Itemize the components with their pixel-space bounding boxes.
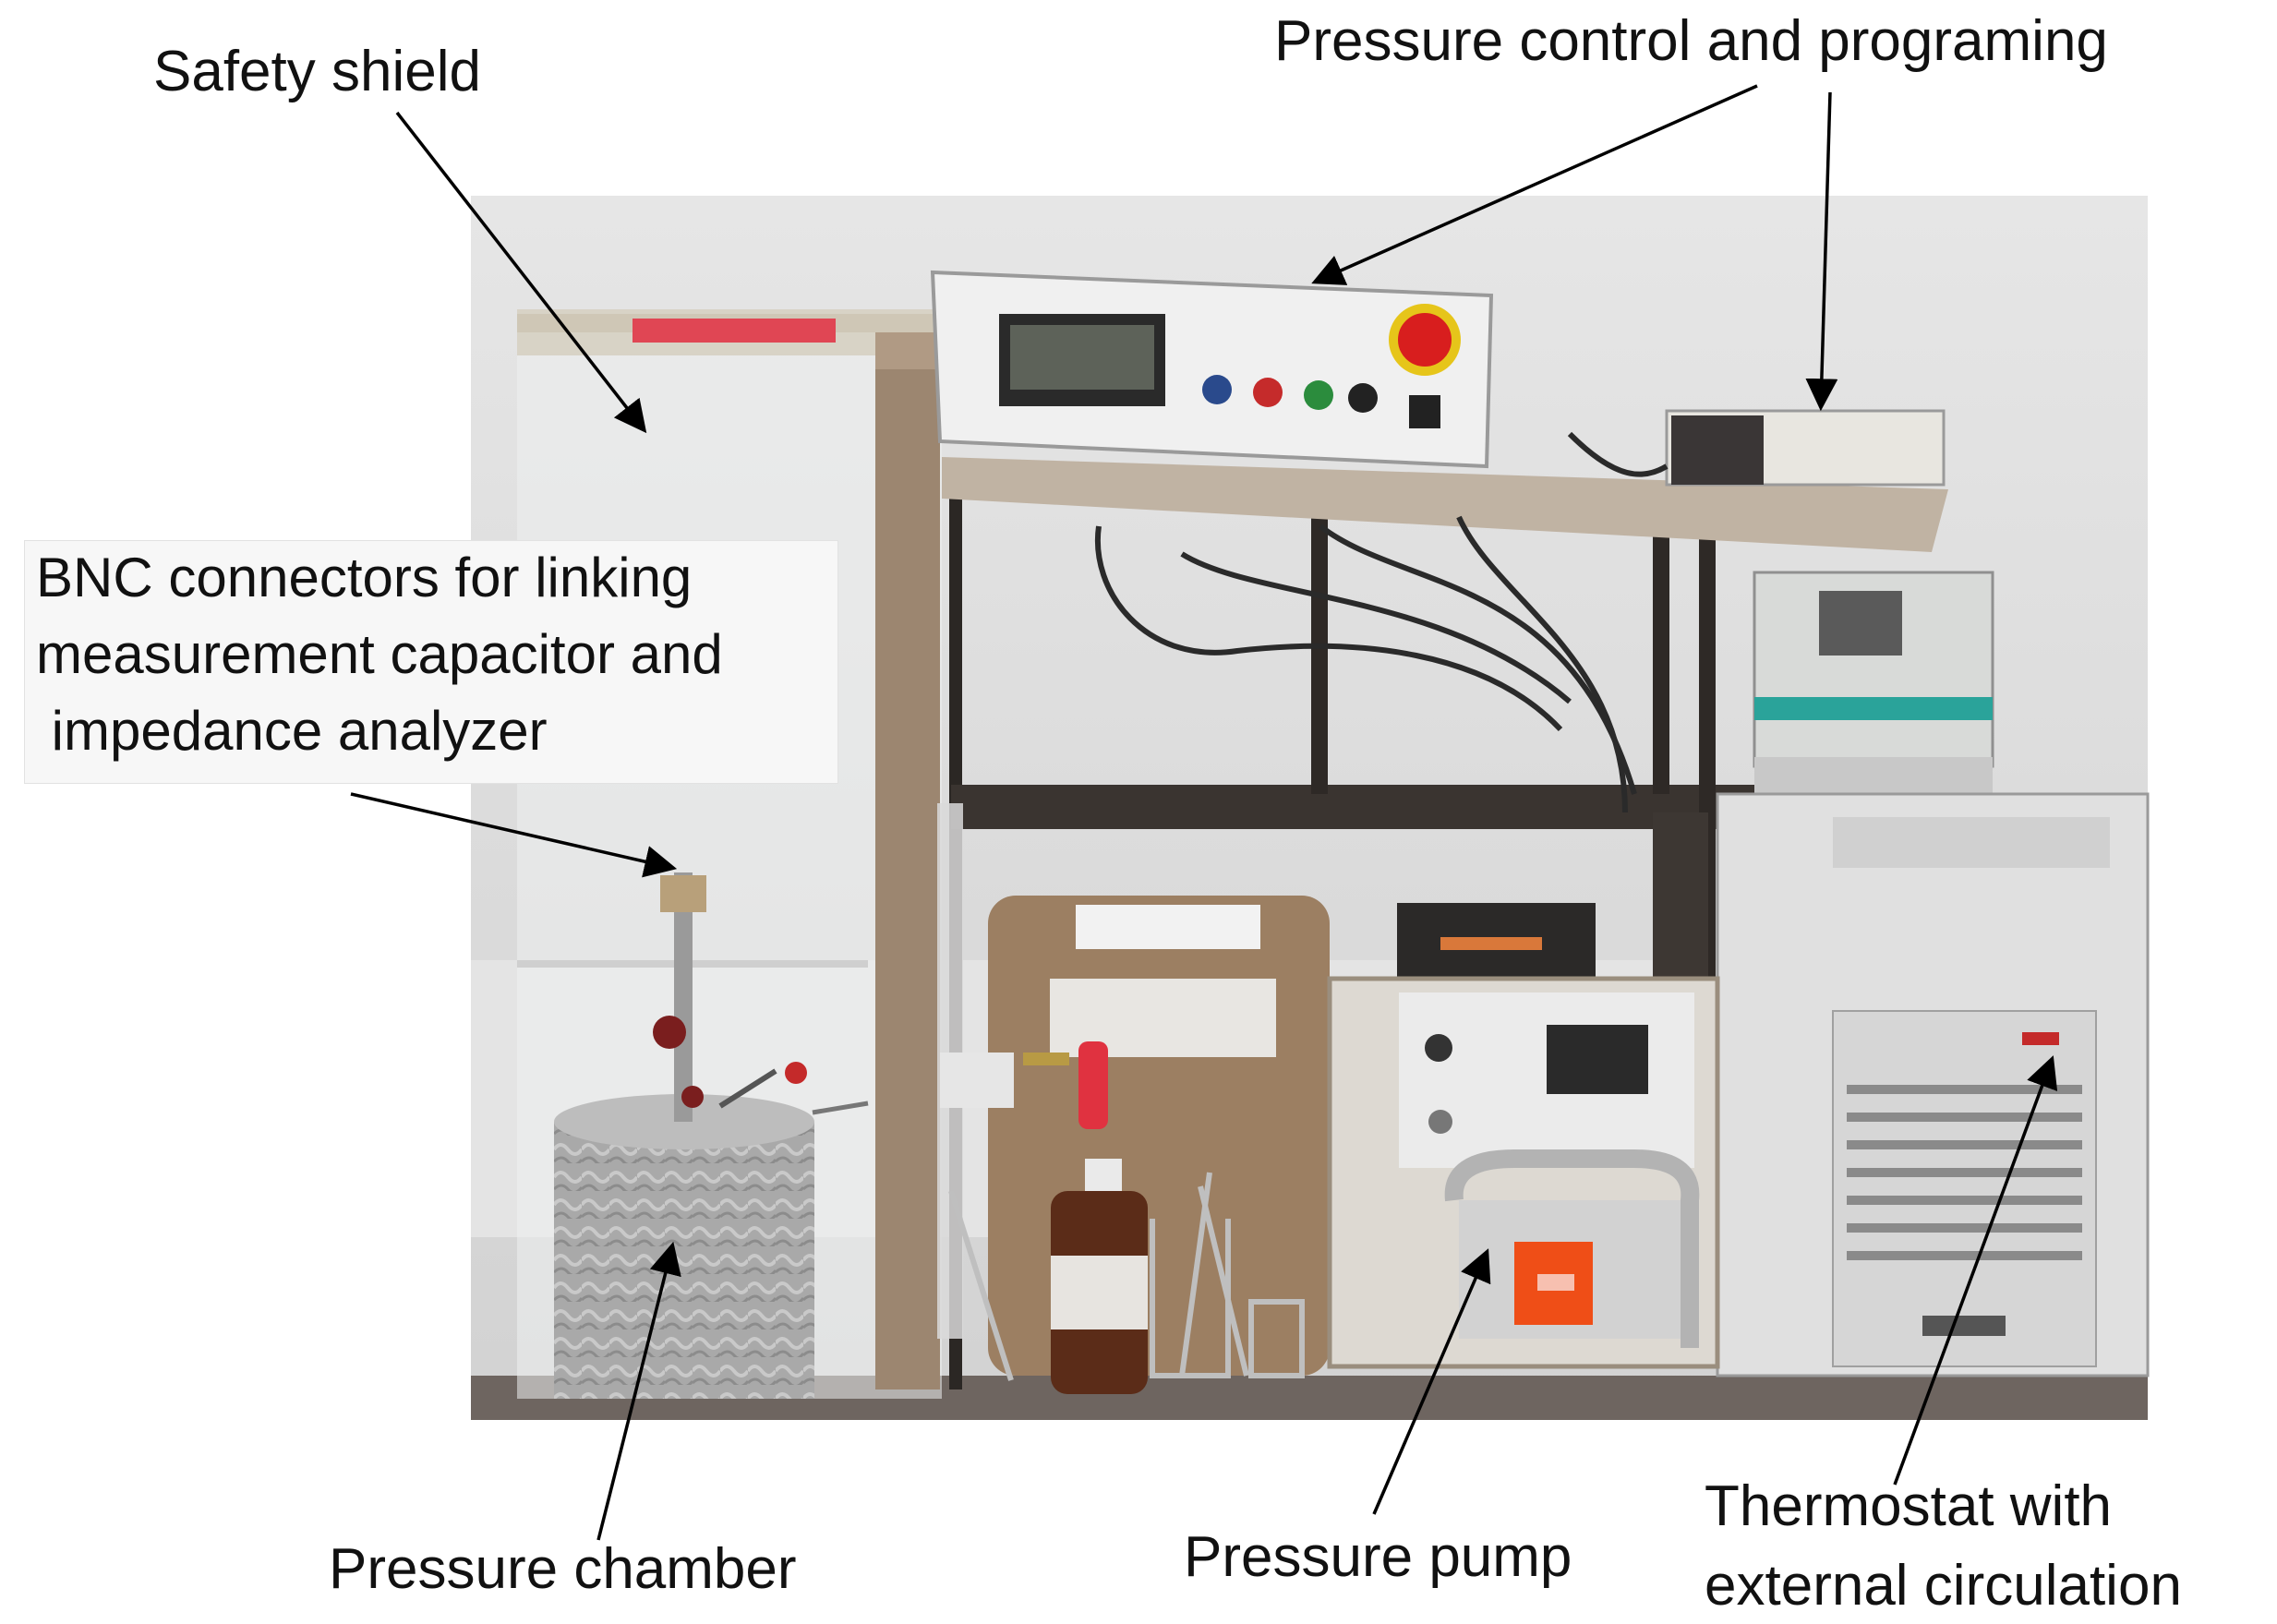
valve-assembly — [937, 803, 1108, 1339]
pump-display-unit — [1397, 903, 1596, 977]
top-shelf — [942, 457, 1948, 552]
pressure-chamber — [554, 872, 869, 1399]
cables — [1094, 431, 1669, 813]
label-pressure-chamber: Pressure chamber — [329, 1537, 797, 1601]
label-bnc-line-3: impedance analyzer — [36, 700, 548, 762]
label-thermostat-line-2: external circulation — [1705, 1554, 2182, 1618]
pressure-control-box — [930, 270, 1494, 469]
arrow-pressure-chamber — [596, 1241, 681, 1541]
arrow-bnc-connectors — [350, 792, 678, 878]
label-bnc-line-1: BNC connectors for linking — [36, 547, 693, 608]
label-safety-shield: Safety shield — [153, 40, 481, 103]
label-pressure-pump: Pressure pump — [1184, 1525, 1572, 1589]
pump-unit — [1327, 976, 1720, 1369]
photo — [471, 196, 2150, 1420]
arrow-pressure-pump — [1372, 1248, 1491, 1515]
arrow-controller-unit — [1805, 91, 1838, 412]
bottle — [1051, 1159, 1148, 1394]
label-bnc-connectors: BNC connectors for linking measurement c… — [24, 540, 838, 784]
label-bnc-line-2: measurement capacitor and — [36, 623, 723, 685]
annotation-arrows — [350, 84, 2058, 1541]
label-pressure-control: Pressure control and programing — [1274, 9, 2108, 73]
arrow-safety-shield — [395, 111, 647, 434]
arrow-pressure-control — [1311, 84, 1758, 285]
thermostat-cabinet — [1716, 792, 2150, 1377]
arrow-thermostat — [1893, 1055, 2058, 1486]
label-thermostat-line-1: Thermostat with — [1705, 1474, 2113, 1538]
controller-unit — [1665, 409, 1946, 487]
glassware — [948, 1172, 1305, 1381]
thermostat-head — [1753, 571, 1994, 794]
